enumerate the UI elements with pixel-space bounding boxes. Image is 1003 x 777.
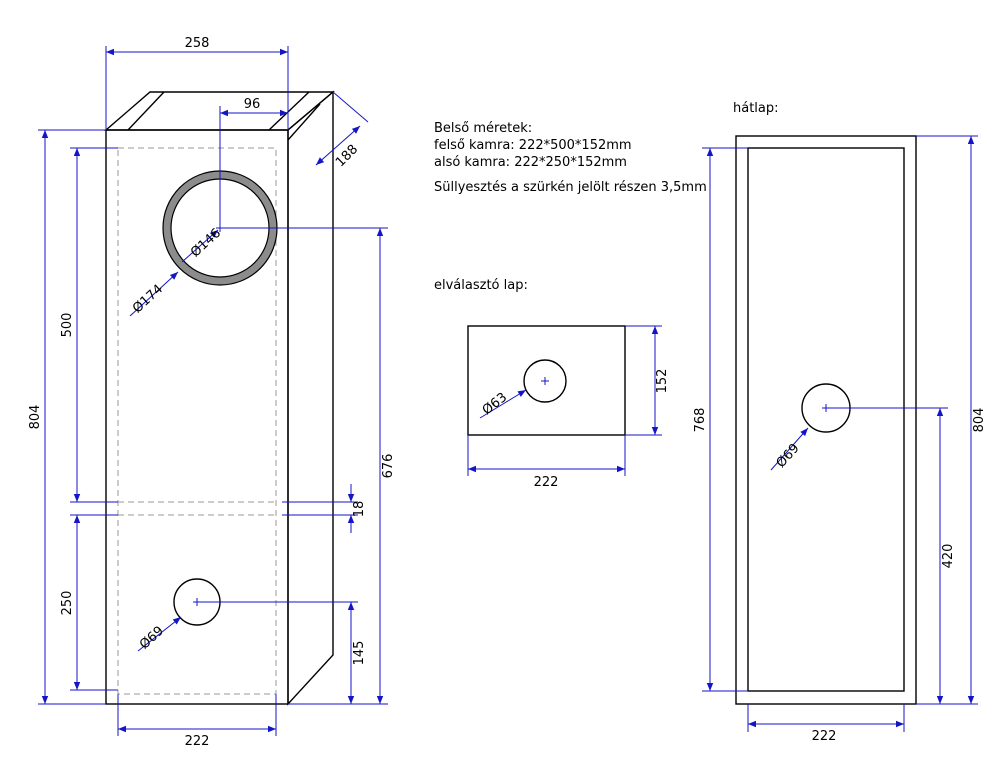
hidden-inner-outline bbox=[117, 147, 277, 695]
inner-dimensions-title: Belső méretek: bbox=[434, 121, 533, 136]
upper-chamber-note: felső kamra: 222*500*152mm bbox=[434, 138, 632, 153]
woofer-offset-label: 96 bbox=[244, 97, 261, 112]
lower-height-label: 250 bbox=[60, 591, 75, 616]
back-inner-height-label: 768 bbox=[693, 408, 708, 433]
divider-port-leader bbox=[479, 389, 527, 419]
total-height-label: 804 bbox=[28, 405, 43, 430]
top-width-label: 258 bbox=[185, 36, 210, 51]
recess-note: Süllyesztés a szürkén jelölt részen 3,5m… bbox=[434, 180, 707, 195]
divider-port-cutout bbox=[523, 359, 567, 403]
port-diameter-leader bbox=[137, 616, 182, 652]
divider-port-center-mark bbox=[541, 377, 549, 385]
back-width-label: 222 bbox=[812, 729, 837, 744]
cabinet-top-inner-edge bbox=[127, 91, 165, 131]
divider-port-label: Ø63 bbox=[480, 390, 510, 418]
cabinet-side-face bbox=[287, 90, 334, 706]
divider-panel-outline bbox=[467, 325, 626, 436]
back-port-leader bbox=[770, 427, 809, 471]
back-panel-title: hátlap: bbox=[733, 101, 779, 116]
depth-dimension-line bbox=[315, 125, 361, 166]
port-height-label: 145 bbox=[352, 641, 367, 666]
divider-depth-label: 152 bbox=[655, 369, 670, 394]
woofer-diameter-leader bbox=[181, 229, 219, 263]
recess-diameter-leader bbox=[129, 271, 179, 317]
back-total-height-label: 804 bbox=[972, 408, 987, 433]
back-panel-inner bbox=[747, 147, 905, 692]
divider-thickness-label: 18 bbox=[352, 501, 367, 518]
cabinet-top-inner-edge-2 bbox=[268, 91, 310, 131]
divider-width-label: 222 bbox=[534, 475, 559, 490]
cabinet-side-inner-edge bbox=[287, 103, 321, 141]
back-port-height-label: 420 bbox=[941, 544, 956, 569]
lower-chamber-note: alsó kamra: 222*250*152mm bbox=[434, 155, 627, 170]
divider-panel-view: Ø63 152 222 bbox=[467, 325, 670, 490]
back-panel-outline bbox=[735, 135, 917, 705]
cabinet-front-panel bbox=[105, 129, 289, 705]
woofer-center-label: 676 bbox=[381, 454, 396, 479]
back-port-label: Ø69 bbox=[774, 441, 803, 471]
recess-diameter-label: Ø174 bbox=[130, 282, 166, 317]
upper-height-label: 500 bbox=[60, 313, 75, 338]
front-dimensions: 258 96 188 804 500 250 Ø146 Ø174 676 18 bbox=[28, 36, 396, 749]
divider-panel-title: elválasztó lap: bbox=[434, 278, 528, 293]
inner-width-label: 222 bbox=[185, 734, 210, 749]
back-panel-view: 768 Ø69 420 804 222 bbox=[693, 135, 987, 744]
